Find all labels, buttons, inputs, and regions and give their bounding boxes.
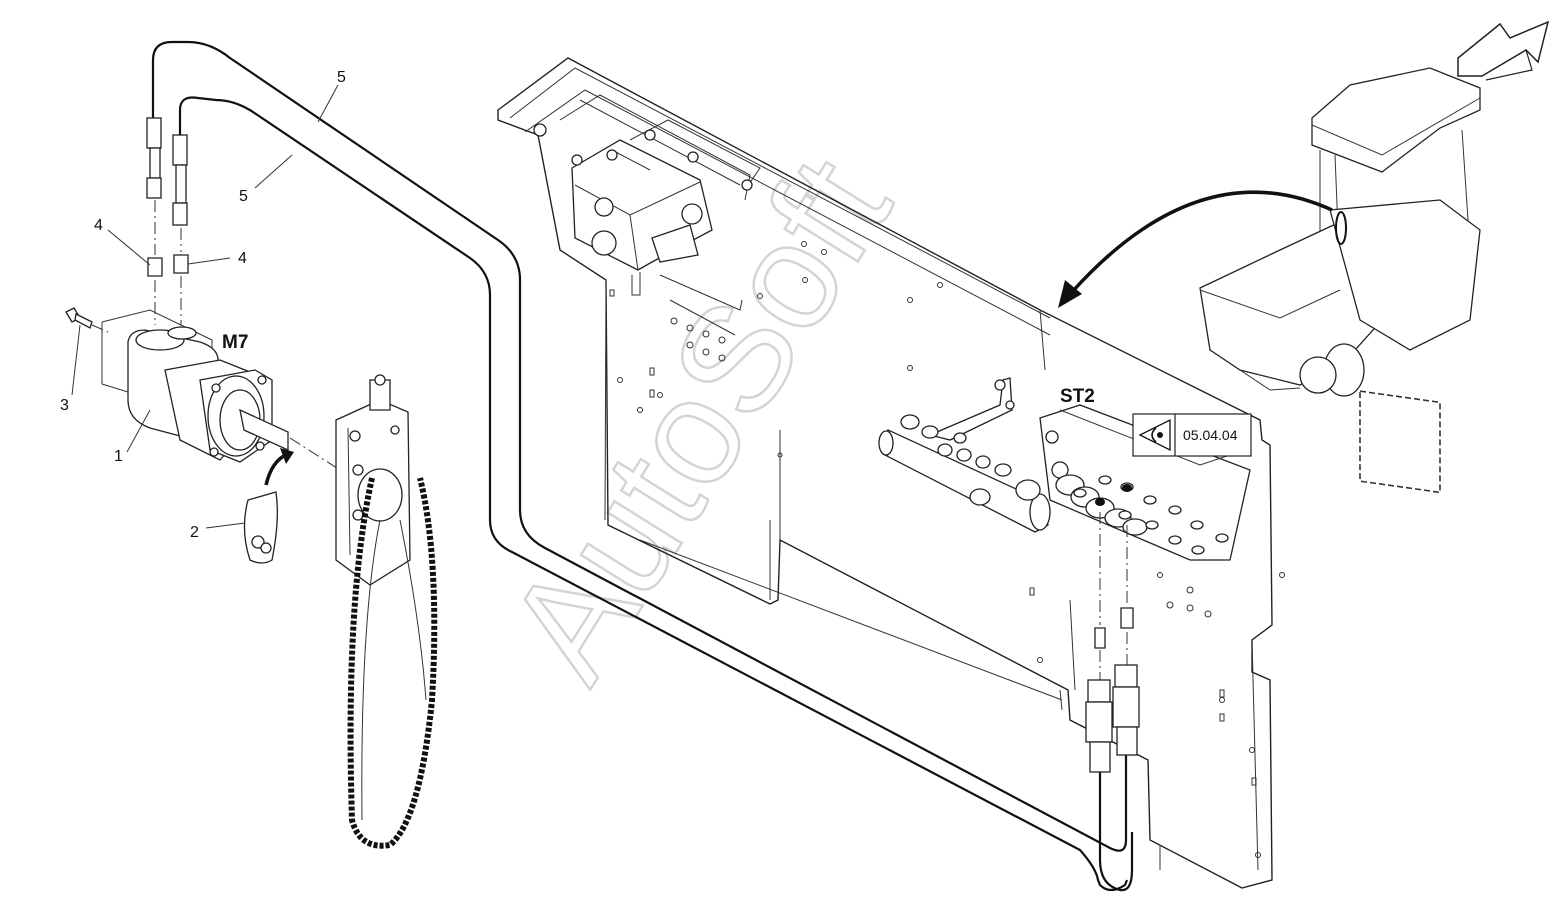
connector-tag: ST2 bbox=[1060, 386, 1095, 407]
chain-drive bbox=[335, 374, 438, 849]
callout-1: 1 bbox=[114, 448, 123, 465]
machine-frame bbox=[497, 57, 1285, 889]
hose-fittings-bottom bbox=[1085, 664, 1140, 773]
eye-icon bbox=[1138, 418, 1171, 452]
grease-tube-icon bbox=[243, 448, 294, 564]
hose-fittings-top bbox=[146, 117, 189, 325]
callout-4-left: 4 bbox=[94, 217, 103, 234]
callout-5-lower: 5 bbox=[239, 188, 248, 205]
reference-box[interactable]: 05.04.04 bbox=[1132, 413, 1252, 457]
callout-2: 2 bbox=[190, 524, 199, 541]
callouts: 1 2 3 4 4 5 5 bbox=[60, 69, 346, 541]
leader-lines bbox=[71, 84, 339, 529]
screw bbox=[65, 307, 109, 333]
motor-tag: M7 bbox=[222, 332, 248, 353]
callout-3: 3 bbox=[60, 397, 69, 414]
valve-assembly bbox=[777, 377, 1251, 680]
hydraulic-motor bbox=[101, 309, 341, 471]
frame-holes bbox=[609, 241, 1285, 858]
callout-4-right: 4 bbox=[238, 250, 247, 267]
view-direction-arrow-icon bbox=[1457, 20, 1550, 81]
reference-label: 05.04.04 bbox=[1183, 427, 1238, 443]
o-rings bbox=[1073, 475, 1229, 555]
hose-lines bbox=[151, 40, 1134, 892]
paver-overview bbox=[1058, 67, 1481, 494]
callout-5-top: 5 bbox=[337, 69, 346, 86]
